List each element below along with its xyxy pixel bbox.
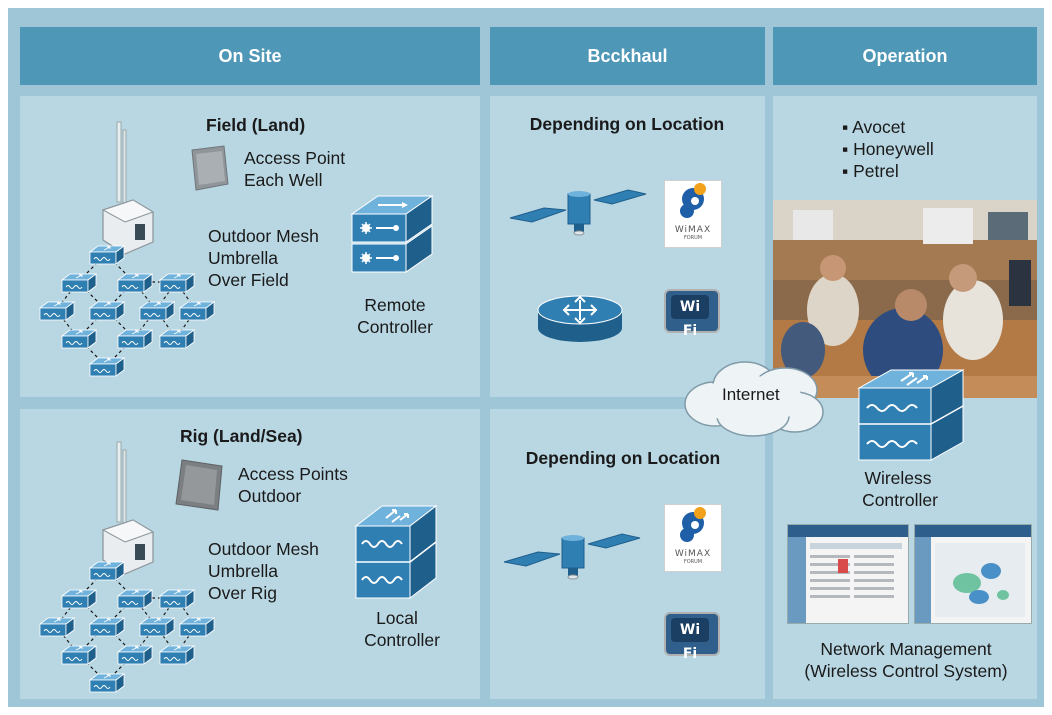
field-pole-ap-icon (101, 121, 155, 255)
field-mesh-line3: Over Field (208, 270, 289, 290)
remote-controller-line1: Remote (364, 295, 426, 315)
field-mesh-line1: Outdoor Mesh (208, 226, 319, 246)
software-item-label: Petrel (853, 161, 899, 181)
mesh-ap-icon (60, 273, 98, 293)
rig-title: Rig (Land/Sea) (180, 426, 303, 446)
mesh-ap-icon (158, 589, 196, 609)
operations-room-photo (773, 200, 1037, 398)
mesh-ap-icon (88, 673, 126, 693)
mesh-ap-icon (116, 329, 154, 349)
backhaul-top-router-icon (537, 295, 623, 342)
rig-ap-line1: Access Points (238, 464, 348, 484)
wimax-text: WiMAX (674, 225, 712, 235)
header-backhaul: Bcckhaul (490, 27, 765, 85)
wifi-text-bottom: Wi Fi (671, 618, 709, 662)
field-ap-line2: Each Well (244, 170, 323, 190)
mesh-ap-icon (178, 617, 216, 637)
rig-mesh-network-icon (38, 561, 216, 693)
rig-mesh-line3: Over Rig (208, 583, 278, 603)
remote-controller-line2: Controller (357, 317, 433, 337)
wcs-screenshot-right-illustration (915, 525, 1031, 623)
rig-pole-ap-icon (101, 441, 155, 575)
software-item: ▪ Petrel (842, 161, 899, 181)
network-management-line2: (Wireless Control System) (804, 661, 1008, 681)
local-controller-icon (354, 504, 438, 600)
wimax-text: WiMAX (674, 549, 712, 559)
field-access-point-icon (191, 145, 229, 191)
wimax-forum-text: FORUM (683, 559, 703, 565)
mesh-ap-icon (38, 301, 76, 321)
header-operation-label: Operation (862, 45, 948, 66)
mesh-ap-icon (60, 589, 98, 609)
software-item: ▪ Honeywell (842, 139, 934, 159)
mesh-ap-icon (60, 329, 98, 349)
wireless-controller-line2: Controller (862, 490, 938, 510)
mesh-ap-icon (88, 301, 126, 321)
backhaul-bottom-satellite-icon (503, 533, 641, 580)
wireless-controller-line1: Wireless (864, 468, 932, 488)
header-backhaul-label: Bcckhaul (587, 45, 668, 66)
operations-room-illustration (773, 200, 1037, 398)
mesh-ap-icon (88, 357, 126, 377)
mesh-ap-icon (88, 617, 126, 637)
field-mesh-line2: Umbrella (208, 248, 279, 268)
mesh-ap-icon (178, 301, 216, 321)
software-item-label: Avocet (852, 117, 906, 137)
mesh-ap-icon (138, 617, 176, 637)
wireless-controller-icon (857, 369, 965, 461)
mesh-ap-icon (60, 645, 98, 665)
field-ap-line1: Access Point (244, 148, 346, 168)
mesh-ap-icon (116, 273, 154, 293)
software-item-label: Honeywell (853, 139, 934, 159)
wifi-logo-top: Wi Fi (664, 289, 720, 339)
header-on-site-label: On Site (218, 45, 282, 66)
wcs-screenshot-right (914, 524, 1032, 624)
rig-mesh-line2: Umbrella (208, 561, 279, 581)
network-management-line1: Network Management (820, 639, 992, 659)
rig-access-points-icon (175, 459, 223, 511)
remote-controller-icon (350, 195, 434, 273)
wimax-logo-bottom: WiMAX FORUM (664, 504, 722, 572)
wimax-forum-text: FORUM (683, 235, 703, 241)
mesh-ap-icon (88, 561, 126, 581)
wimax-mark-icon (680, 507, 706, 542)
panel-backhaul-top (490, 96, 765, 397)
software-item: ▪ Avocet (842, 117, 906, 137)
mesh-ap-icon (158, 273, 196, 293)
internet-cloud-icon (684, 361, 824, 437)
internet-label: Internet (722, 385, 780, 404)
rig-mesh-line1: Outdoor Mesh (208, 539, 319, 559)
wimax-mark-icon (680, 183, 706, 218)
wcs-screenshot-left (787, 524, 909, 624)
mesh-ap-icon (158, 329, 196, 349)
wifi-text-top: Wi Fi (671, 295, 709, 339)
header-on-site: On Site (20, 27, 480, 85)
software-list: ▪ Avocet ▪ Honeywell ▪ Petrel (842, 116, 934, 182)
rig-ap-line2: Outdoor (238, 486, 302, 506)
wifi-logo-bottom: Wi Fi (664, 612, 720, 662)
field-mesh-network-icon (38, 245, 216, 377)
mesh-ap-icon (138, 301, 176, 321)
backhaul-top-satellite-icon (509, 189, 647, 236)
backhaul-bottom-title: Depending on Location (525, 448, 721, 468)
backhaul-top-title: Depending on Location (529, 114, 725, 134)
mesh-ap-icon (88, 245, 126, 265)
mesh-ap-icon (38, 617, 76, 637)
mesh-ap-icon (116, 589, 154, 609)
local-controller-line1: Local (376, 608, 418, 628)
local-controller-line2: Controller (364, 630, 440, 650)
mesh-ap-icon (158, 645, 196, 665)
wimax-logo-top: WiMAX FORUM (664, 180, 722, 248)
mesh-ap-icon (116, 645, 154, 665)
wcs-screenshot-left-illustration (788, 525, 908, 623)
header-operation: Operation (773, 27, 1037, 85)
field-title: Field (Land) (206, 115, 306, 135)
